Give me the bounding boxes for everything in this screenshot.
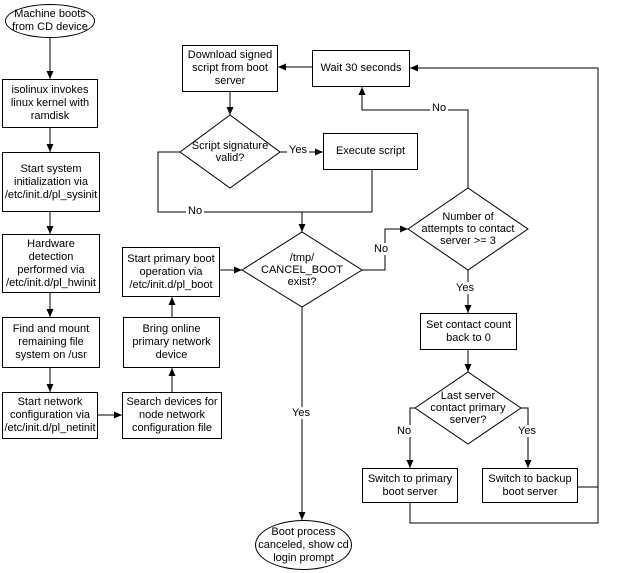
node-label: Boot process canceled, show cd login pro… xyxy=(258,525,349,564)
node-bring-online-network-device: Bring online primary network device xyxy=(123,317,220,368)
node-start-primary-boot: Start primary boot operation via /etc/in… xyxy=(122,247,220,297)
node-label: Set contact count back to 0 xyxy=(426,318,511,344)
edge-label-signature-yes: Yes xyxy=(287,144,309,156)
node-switch-to-primary-server: Switch to primary boot server xyxy=(362,468,458,503)
edge-last-yes-to-switchbackup xyxy=(521,407,532,468)
diamond-script-signature-valid xyxy=(179,114,281,189)
node-label: Search devices for node network configur… xyxy=(126,396,218,434)
diamond-number-of-attempts xyxy=(407,187,529,271)
edge-label-last-yes: Yes xyxy=(516,425,538,437)
node-execute-script: Execute script xyxy=(323,133,418,170)
node-label: Machine boots from CD device xyxy=(12,8,88,33)
node-wait-30-seconds: Wait 30 seconds xyxy=(312,50,410,87)
edge-label-last-no: No xyxy=(395,425,414,437)
diamond-cancel-boot-exist xyxy=(241,231,363,308)
node-label: Wait 30 seconds xyxy=(320,62,402,74)
edge-switchprimary-loop-to-wait xyxy=(409,64,599,524)
node-label: Bring online primary network device xyxy=(132,323,211,361)
node-label: Start system initialization via /etc/ini… xyxy=(4,162,98,201)
node-start-system-initialization: Start system initialization via /etc/ini… xyxy=(2,152,100,212)
edge-label-cancel-no: No xyxy=(372,243,391,255)
node-hardware-detection: Hardware detection performed via /etc/in… xyxy=(2,234,100,293)
node-set-contact-count: Set contact count back to 0 xyxy=(420,313,517,350)
node-download-signed-script: Download signed script from boot server xyxy=(182,45,278,92)
node-label: Hardware detection performed via /etc/in… xyxy=(6,237,96,289)
edge-last-no-to-switchprimary xyxy=(406,407,415,468)
node-label: Start primary boot operation via /etc/in… xyxy=(127,252,215,291)
edge-attempts-no-to-wait xyxy=(358,87,469,188)
node-find-and-mount-usr: Find and mount remaining file system on … xyxy=(2,317,100,368)
node-label: Switch to primary boot server xyxy=(367,472,453,498)
node-switch-to-backup-server: Switch to backup boot server xyxy=(482,468,578,503)
node-label: Download signed script from boot server xyxy=(187,49,273,87)
edge-label-signature-no: No xyxy=(186,205,205,217)
edge-label-attempts-no: No xyxy=(430,102,449,114)
edge-label-cancel-yes: Yes xyxy=(290,407,312,419)
node-label: Switch to backup boot server xyxy=(488,472,572,498)
node-machine-boots-from-cd: Machine boots from CD device xyxy=(5,4,95,38)
node-boot-process-canceled: Boot process canceled, show cd login pro… xyxy=(255,520,352,570)
node-label: Start network configuration via /etc/ini… xyxy=(4,396,96,434)
node-label: isolinux invokes linux kernel with ramdi… xyxy=(10,84,90,122)
edge-sig-no-trunk xyxy=(157,151,372,213)
node-label: Execute script xyxy=(335,145,406,157)
node-search-devices-config: Search devices for node network configur… xyxy=(122,392,222,439)
node-isolinux-invokes-kernel: isolinux invokes linux kernel with ramdi… xyxy=(2,79,98,128)
node-label: Find and mount remaining file system on … xyxy=(12,323,90,361)
diamond-last-server-primary xyxy=(414,371,522,445)
edge-label-attempts-yes: Yes xyxy=(454,282,476,294)
node-start-network-configuration: Start network configuration via /etc/ini… xyxy=(2,392,98,439)
